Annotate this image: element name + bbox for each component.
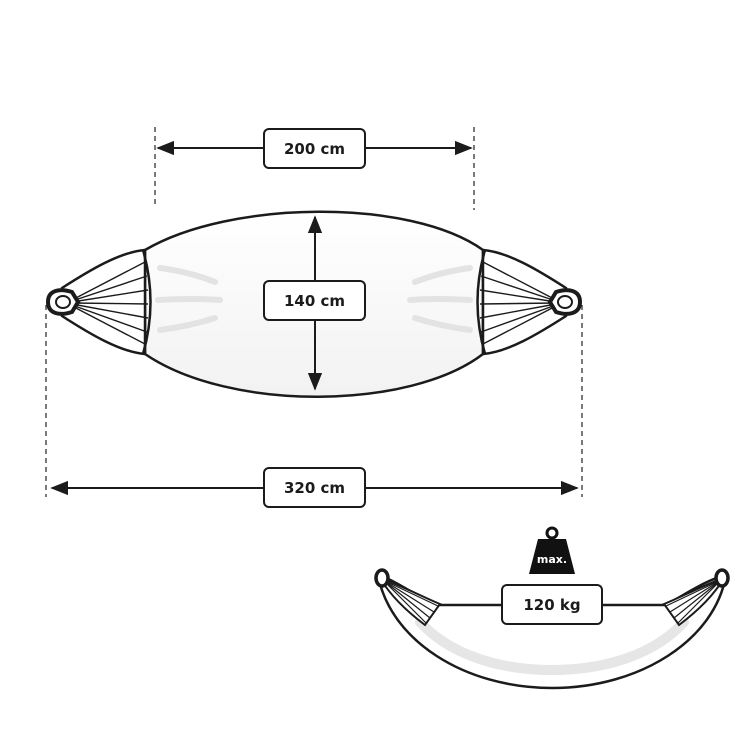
total-length-label: 320 cm [284,479,345,497]
total-length-box [263,467,366,508]
max-load-box [501,584,603,625]
max-load-label: 120 kg [523,596,580,614]
left-strings [71,261,149,345]
hammock-side-view [374,568,730,690]
side-right-loop [714,568,730,588]
weight-icon: max. [529,526,575,574]
right-end-loop [547,288,583,316]
max-load-badge: 120 kg [501,584,603,625]
weight-icon-label: max. [537,553,567,566]
spreader-width-label: 200 cm [284,140,345,158]
right-spreader-bar [476,249,487,355]
right-strings [479,261,557,345]
side-left-strings [382,579,439,624]
spreader-width-dimension: 200 cm [156,128,473,169]
bed-width-dimension: 140 cm [263,215,366,391]
side-left-loop [374,568,390,588]
left-spreader-bar [141,249,152,355]
left-string-fan [60,248,147,356]
fabric-folds [155,265,473,333]
side-right-strings [665,579,722,624]
bed-width-box [263,280,366,321]
bed-width-label: 140 cm [284,292,345,310]
dimension-guides [45,127,583,497]
total-length-dimension: 320 cm [50,467,579,508]
spreader-width-box [263,128,366,169]
side-hammock-inner-edge [415,617,689,676]
left-end-loop [45,288,81,316]
right-string-fan [481,248,568,356]
